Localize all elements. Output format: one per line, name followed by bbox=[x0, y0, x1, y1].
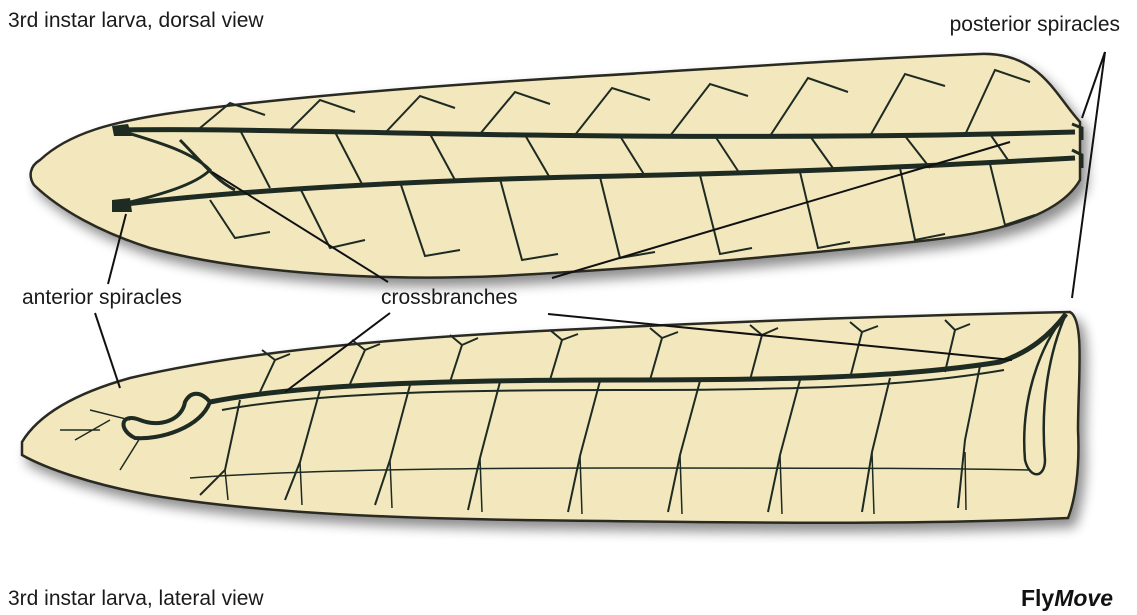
crossbranches-label: crossbranches bbox=[381, 287, 518, 308]
logo-fly: Fly bbox=[1021, 585, 1054, 611]
lateral-larva bbox=[22, 312, 1080, 523]
flymove-logo: FlyMove bbox=[1021, 585, 1113, 612]
lateral-larva-body bbox=[22, 312, 1080, 523]
pointer-anterior-lateral bbox=[95, 313, 120, 388]
lateral-view-title: 3rd instar larva, lateral view bbox=[8, 588, 264, 609]
logo-move: Move bbox=[1054, 585, 1113, 611]
dorsal-larva bbox=[31, 54, 1082, 278]
dorsal-view-title: 3rd instar larva, dorsal view bbox=[8, 10, 264, 31]
dorsal-anterior-spiracle-lower bbox=[112, 198, 132, 212]
posterior-spiracles-label: posterior spiracles bbox=[950, 14, 1120, 35]
anterior-spiracles-label: anterior spiracles bbox=[22, 287, 182, 308]
